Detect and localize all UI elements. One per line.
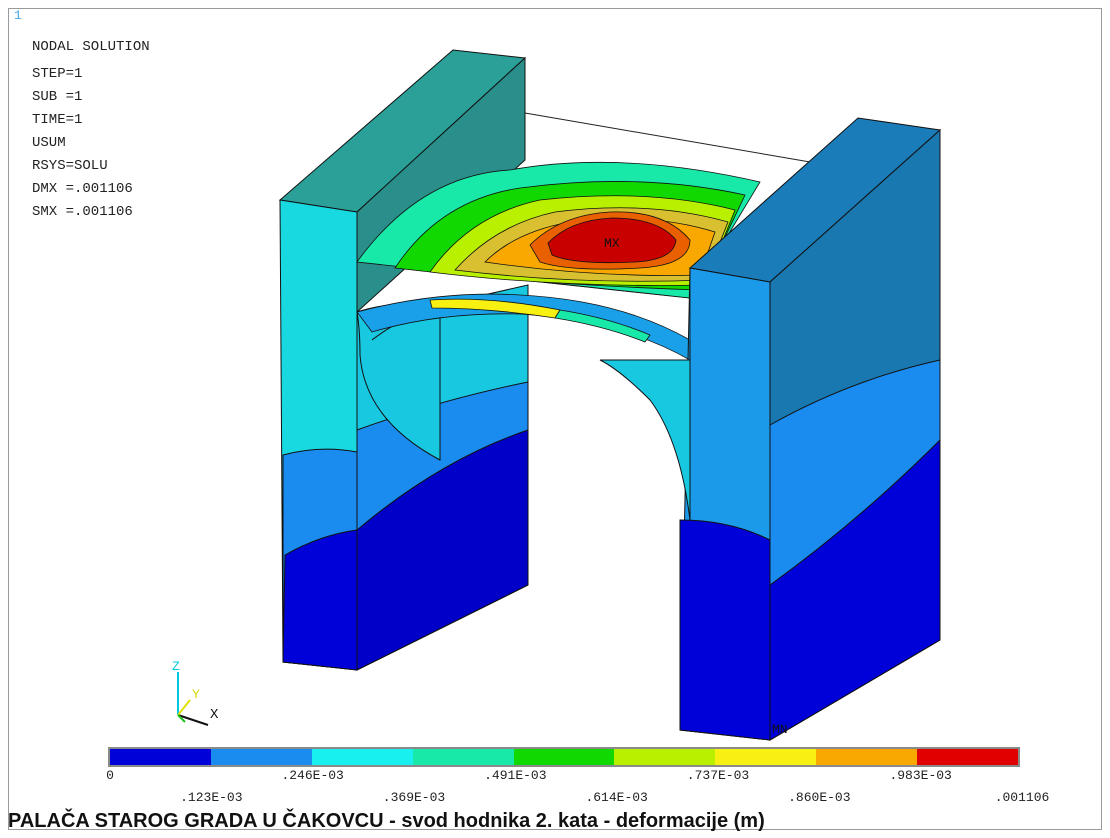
contour-legend (108, 747, 1020, 767)
legend-label-top-0: 0 (106, 768, 114, 783)
info-sub: SUB =1 (32, 89, 83, 105)
legend-label-bottom-2: .614E-03 (585, 790, 648, 805)
legend-label-bottom-1: .369E-03 (382, 790, 446, 805)
legend-label-top-2: .491E-03 (484, 768, 547, 783)
legend-swatch-4 (513, 749, 615, 765)
legend-label-bottom-4: .001106 (994, 790, 1050, 805)
legend-label-top-3: .737E-03 (686, 768, 750, 783)
plot-caption: PALAČA STAROG GRADA U ČAKOVCU - svod hod… (8, 810, 765, 832)
legend-swatch-5 (614, 749, 716, 765)
left-pier (278, 49, 529, 671)
legend-label-bottom-3: .860E-03 (788, 790, 851, 805)
legend-swatch-8 (917, 749, 1019, 765)
info-step: STEP=1 (32, 66, 83, 82)
legend-swatch-6 (715, 749, 817, 765)
legend-swatch-1 (210, 749, 312, 765)
legend-swatch-3 (412, 749, 514, 765)
axis-x-label: X (210, 707, 219, 723)
legend-swatch-7 (816, 749, 918, 765)
axis-z-label: Z (172, 659, 180, 674)
info-rsys: RSYS=SOLU (32, 158, 108, 174)
max-marker: MX (604, 236, 620, 251)
vault-surface (356, 161, 761, 361)
legend-swatch-0 (110, 749, 211, 765)
min-marker: MN (772, 722, 788, 737)
info-title: NODAL SOLUTION (32, 39, 150, 55)
right-pier (599, 117, 942, 741)
legend-swatch-2 (311, 749, 413, 765)
info-dmx: DMX =.001106 (32, 181, 133, 197)
info-smx: SMX =.001106 (32, 204, 133, 220)
solution-info: NODAL SOLUTION STEP=1 SUB =1 TIME=1 USUM… (32, 36, 150, 224)
info-usum: USUM (32, 135, 66, 151)
info-time: TIME=1 (32, 112, 83, 128)
window-number: 1 (14, 8, 22, 23)
axis-triad: Z Y X (172, 659, 219, 726)
legend-label-bottom-0: .123E-03 (180, 790, 243, 805)
legend-label-top-1: .246E-03 (281, 768, 344, 783)
legend-label-top-4: .983E-03 (889, 768, 952, 783)
axis-y-label: Y (192, 687, 200, 702)
